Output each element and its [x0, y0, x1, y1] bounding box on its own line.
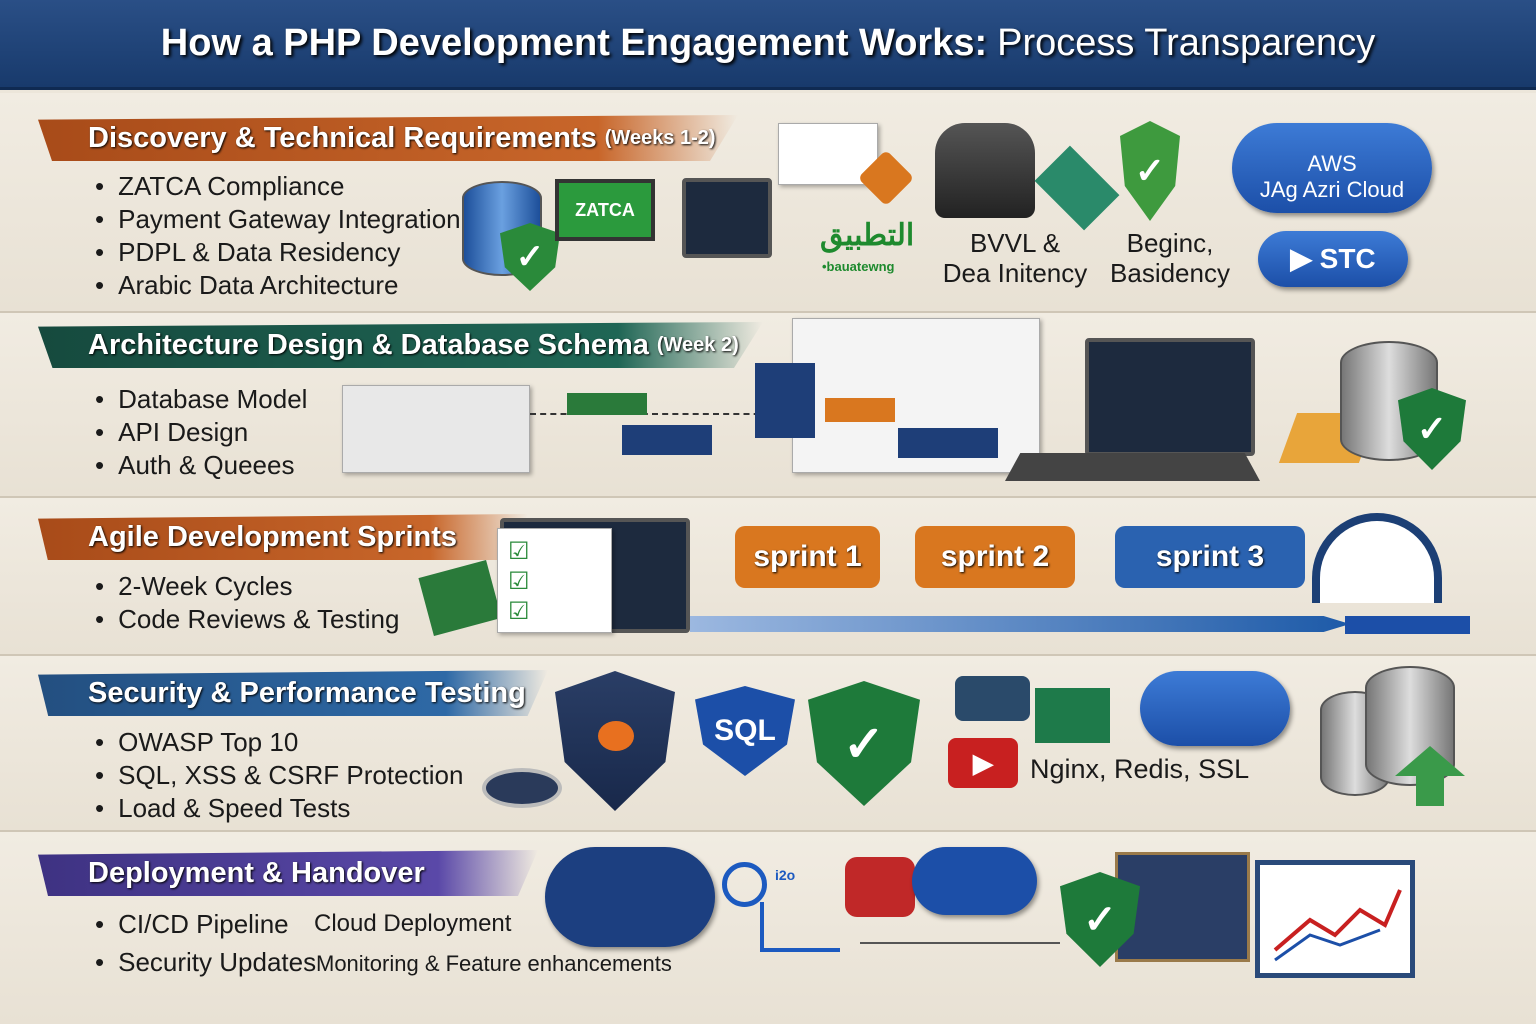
bug-icon — [598, 721, 634, 751]
redis-icon — [845, 857, 915, 917]
list-item: Arabic Data Architecture — [95, 269, 461, 302]
extra-item-cloud: Cloud Deployment — [314, 910, 512, 937]
title-bar: How a PHP Development Engagement Works: … — [0, 0, 1536, 90]
list-item: Security Updates — [95, 946, 316, 984]
server-box-icon — [1035, 688, 1110, 743]
money-icon — [418, 559, 502, 637]
timeline-bar — [1345, 616, 1470, 634]
shield-check-icon: ✓ — [500, 223, 560, 291]
section-sprints: Agile Development Sprints 2-Week Cycles … — [0, 498, 1536, 656]
section-heading: Security & Performance Testing — [38, 670, 548, 716]
section-discovery: Discovery & Technical Requirements(Weeks… — [0, 93, 1536, 313]
label-beginc: Beginc,Basidency — [1110, 228, 1230, 288]
tiny-label: i2o — [775, 867, 796, 883]
section-architecture: Architecture Design & Database Schema(We… — [0, 313, 1536, 498]
server-icon — [935, 123, 1035, 218]
sprint-3-badge: sprint 3 — [1115, 526, 1305, 588]
pipeline-icon — [760, 902, 840, 952]
extra-item-monitoring: Monitoring & Feature enhancements — [316, 951, 672, 976]
list-item: PDPL & Data Residency — [95, 236, 461, 269]
schema-node — [825, 398, 895, 422]
video-icon — [955, 676, 1030, 721]
code-window-icon — [682, 178, 772, 258]
requirements-list: ZATCA Compliance Payment Gateway Integra… — [95, 170, 461, 302]
schema-node — [755, 363, 815, 438]
play-icon: ▶ — [948, 738, 1018, 788]
sprint-1-badge: sprint 1 — [735, 526, 880, 588]
speedometer-icon — [1312, 513, 1442, 603]
section-deployment: Deployment & Handover CI/CD Pipeline Sec… — [0, 832, 1536, 1024]
arabic-logo-subtext: •bauatewng — [822, 259, 895, 274]
cloud-icon — [912, 847, 1037, 915]
section-heading: Deployment & Handover — [38, 850, 538, 896]
trend-line-icon — [1273, 889, 1402, 962]
connector-line — [860, 942, 1060, 944]
section-heading: Agile Development Sprints — [38, 514, 528, 560]
schema-node — [567, 393, 647, 415]
architecture-list: Database Model API Design Auth & Queees — [95, 383, 307, 482]
list-item: ZATCA Compliance — [95, 170, 461, 203]
deployment-list: CI/CD Pipeline Security Updates — [95, 908, 316, 984]
arabic-logo: التطبيق — [820, 219, 915, 252]
schema-diagram-icon — [342, 385, 530, 473]
cloud-icon — [1140, 671, 1290, 746]
list-item: Payment Gateway Integration — [95, 203, 461, 236]
list-item: Database Model — [95, 383, 307, 416]
router-icon — [482, 768, 562, 808]
green-shield-icon: ✓ — [1120, 121, 1180, 221]
connector-line — [530, 413, 780, 415]
sprint-2-badge: sprint 2 — [915, 526, 1075, 588]
page-subtitle: Process Transparency — [997, 22, 1376, 64]
section-heading: Architecture Design & Database Schema(We… — [38, 322, 763, 368]
page-title: How a PHP Development Engagement Works: — [160, 22, 988, 64]
label-bvvl: BVVL &Dea Initency — [942, 228, 1088, 288]
list-item: OWASP Top 10 — [95, 726, 463, 759]
list-item: Code Reviews & Testing — [95, 603, 399, 636]
stc-cloud-icon: ▶ STC — [1258, 231, 1408, 287]
laptop-icon — [1085, 338, 1255, 456]
list-item: Load & Speed Tests — [95, 792, 463, 825]
kubernetes-icon — [722, 862, 767, 907]
list-item: API Design — [95, 416, 307, 449]
list-item: Auth & Queees — [95, 449, 307, 482]
list-item: CI/CD Pipeline — [95, 908, 316, 946]
section-security: Security & Performance Testing OWASP Top… — [0, 656, 1536, 832]
checklist-icon: ☑☑☑ — [497, 528, 612, 633]
schema-node — [898, 428, 998, 458]
section-heading: Discovery & Technical Requirements(Weeks… — [38, 115, 738, 161]
security-list: OWASP Top 10 SQL, XSS & CSRF Protection … — [95, 726, 463, 825]
cloud-diamond-icon — [1034, 145, 1120, 231]
analytics-chart-icon — [1255, 860, 1415, 978]
sprints-list: 2-Week Cycles Code Reviews & Testing — [95, 570, 399, 636]
zatca-monitor-icon: ZATCA — [555, 179, 655, 241]
docker-cloud-icon — [545, 847, 715, 947]
list-item: SQL, XSS & CSRF Protection — [95, 759, 463, 792]
schema-node — [622, 425, 712, 455]
stack-label: Nginx, Redis, SSL — [1030, 754, 1250, 784]
laptop-keyboard — [1005, 453, 1260, 481]
shield-check-icon: ✓ — [808, 681, 920, 806]
list-item: 2-Week Cycles — [95, 570, 399, 603]
timeline-arrow — [690, 616, 1350, 632]
sql-shield-icon: SQL — [695, 686, 795, 776]
